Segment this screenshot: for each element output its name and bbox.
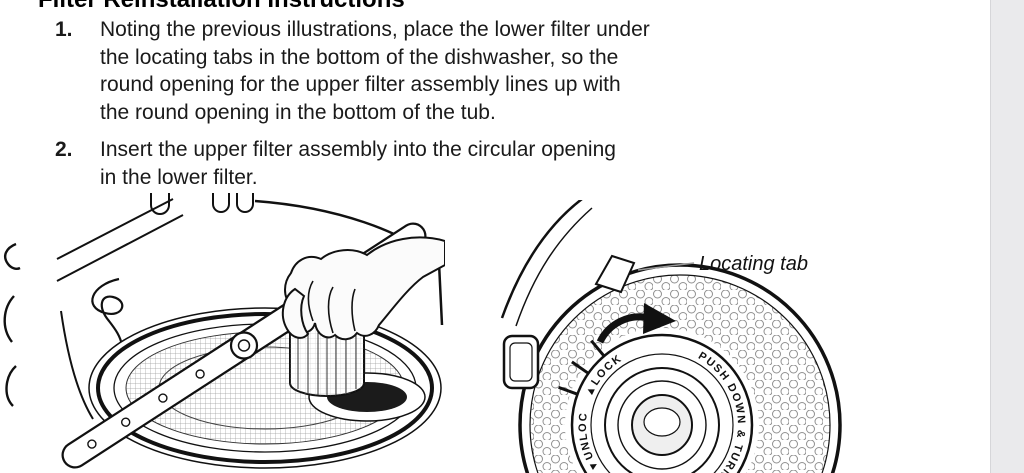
section-heading: Filter Reinstallation Instructions	[38, 0, 405, 14]
label-pointer-line	[637, 262, 695, 271]
figure-locking-diagram: PUSH DOWN & TURN ▲LOCK ▼UNLOCK Locating …	[500, 200, 842, 473]
rotation-arrow	[596, 303, 676, 344]
cage-struts	[558, 339, 606, 396]
hand	[281, 236, 445, 341]
upper-filter-ring	[570, 333, 754, 473]
side-clip	[502, 334, 540, 390]
instruction-step-2: 2. Insert the upper filter assembly into…	[55, 136, 650, 191]
thumb	[281, 287, 310, 339]
scrollbar-track[interactable]	[990, 0, 1024, 473]
step-number: 1.	[55, 18, 73, 41]
instruction-step-1: 1. Noting the previous illustrations, pl…	[55, 16, 650, 126]
locating-tab-label: Locating tab	[699, 253, 808, 275]
instruction-list: 1. Noting the previous illustrations, pl…	[55, 16, 650, 191]
locating-tab	[594, 254, 636, 294]
cropped-illustration-edge	[3, 242, 21, 407]
figure-filter-insertion	[56, 193, 445, 469]
hose-coil	[91, 277, 124, 346]
step-number: 2.	[55, 138, 73, 161]
rack-tines	[150, 193, 254, 215]
step-text: Insert the upper filter assembly into th…	[100, 138, 616, 189]
finger-lines	[307, 280, 356, 334]
step-text: Noting the previous illustrations, place…	[100, 18, 650, 124]
tub-wall-cutaway	[500, 200, 593, 327]
